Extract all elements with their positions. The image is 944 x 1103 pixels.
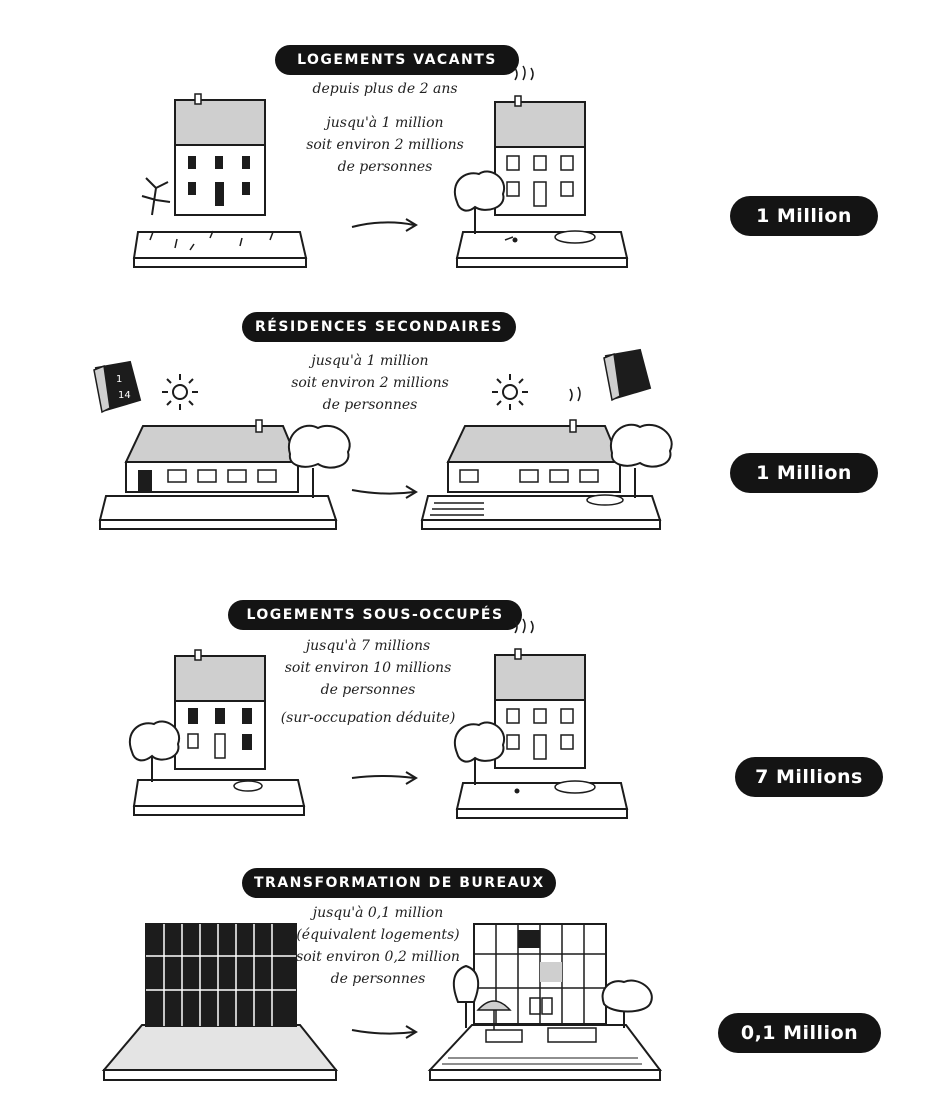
section-3-line-1: jusqu'à 7 millions — [305, 638, 431, 654]
section-2-line-3: de personnes — [322, 397, 418, 413]
section-3-count-badge: 7 Millions — [735, 757, 883, 797]
section-3-line-3: de personnes — [320, 682, 416, 698]
section-2-line-1: jusqu'à 1 million — [311, 353, 429, 369]
section-1-line-1: depuis plus de 2 ans — [312, 81, 458, 97]
converted-building-illustration — [427, 923, 663, 1081]
section-2-title: RÉSIDENCES SECONDAIRES — [242, 312, 516, 342]
section-1-count-badge: 1 Million — [730, 196, 878, 236]
section-2-line-2: soit environ 2 millions — [291, 375, 449, 391]
arrow-icon — [351, 485, 418, 499]
calendar-icon — [603, 348, 652, 402]
arrow-icon — [351, 1025, 418, 1039]
country-house-illustration — [98, 419, 351, 530]
section-4-line-1: jusqu'à 0,1 million — [312, 905, 444, 921]
arrow-icon — [351, 218, 418, 232]
calendar-label-1: 1 — [116, 374, 122, 385]
calendar-label-2: 14 — [118, 390, 131, 401]
section-1-line-5: de personnes — [337, 159, 433, 175]
section-1-description: depuis plus de 2 ans jusqu'à 1 million s… — [290, 78, 480, 178]
occupied-country-house-illustration — [420, 386, 673, 530]
section-3-line-2: soit environ 10 millions — [284, 660, 452, 676]
section-4-line-2: (équivalent logements) — [296, 927, 460, 943]
abandoned-house-illustration — [132, 93, 308, 268]
arrow-icon — [351, 771, 418, 785]
renovated-house-illustration — [454, 65, 629, 268]
shared-house-illustration — [454, 618, 629, 819]
section-1-line-3: jusqu'à 1 million — [326, 115, 444, 131]
section-3-description: jusqu'à 7 millions soit environ 10 milli… — [268, 635, 468, 729]
office-building-illustration — [101, 923, 339, 1081]
section-4-line-3: soit environ 0,2 million — [296, 949, 460, 965]
section-1-title: LOGEMENTS VACANTS — [275, 45, 519, 75]
section-4-description: jusqu'à 0,1 million (équivalent logement… — [278, 902, 478, 990]
section-2-description: jusqu'à 1 million soit environ 2 million… — [280, 350, 460, 416]
sun-icon — [492, 374, 528, 410]
section-2-count-badge: 1 Million — [730, 453, 878, 493]
section-4-count-badge: 0,1 Million — [718, 1013, 881, 1053]
section-4-line-4: de personnes — [330, 971, 426, 987]
section-3-title: LOGEMENTS SOUS-OCCUPÉS — [228, 600, 522, 630]
underoccupied-house-illustration — [129, 649, 306, 816]
section-1-line-4: soit environ 2 millions — [306, 137, 464, 153]
section-3-line-4: (sur-occupation déduite) — [280, 710, 456, 726]
sun-icon — [162, 374, 198, 410]
section-4-title: TRANSFORMATION DE BUREAUX — [242, 868, 556, 898]
calendar-icon: 1 14 — [93, 360, 142, 414]
